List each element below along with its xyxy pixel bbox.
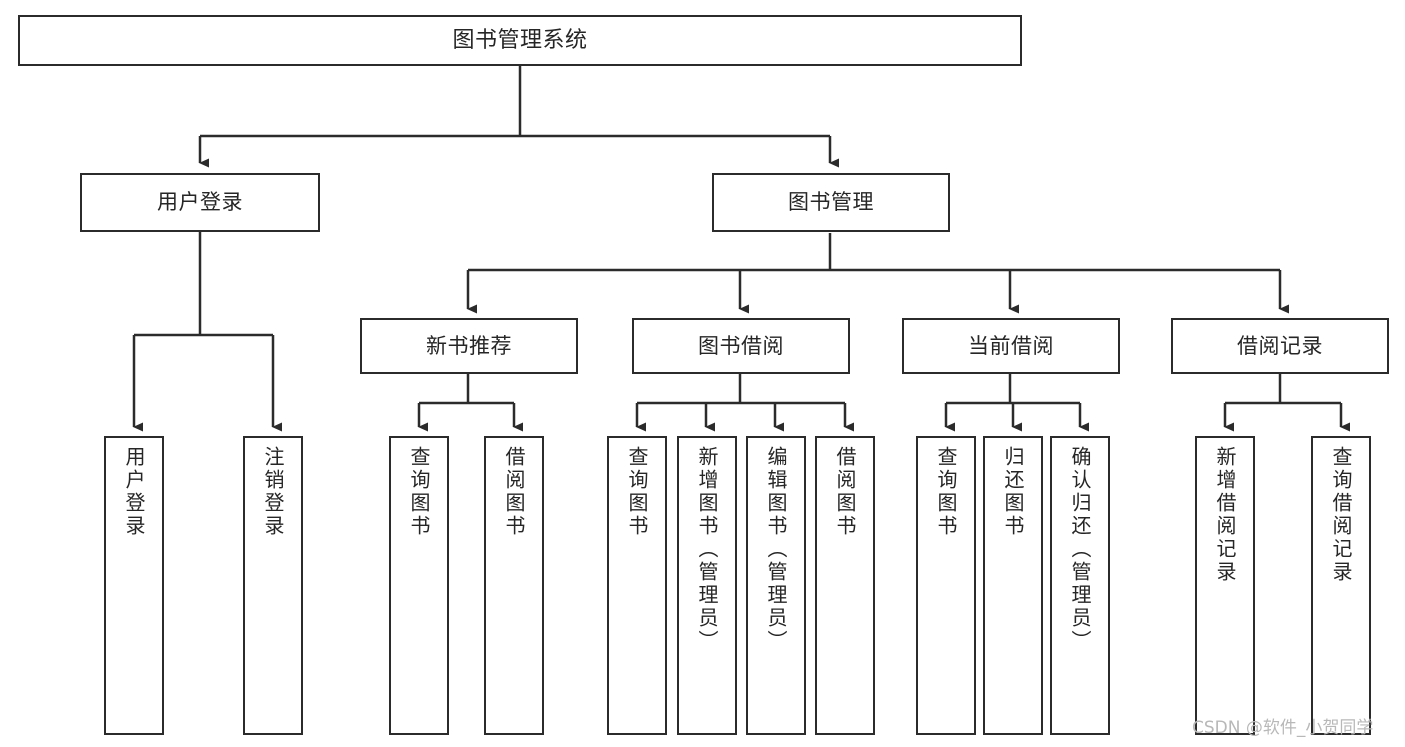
node-current-borrow[interactable]: 当前借阅 xyxy=(902,318,1120,374)
node-leaf-add-borrow-record[interactable]: 新增借阅记录 xyxy=(1195,436,1255,735)
node-leaf-add-book-admin-label: 新增图书（管理员） xyxy=(695,446,719,653)
node-borrow-record-label: 借阅记录 xyxy=(1237,333,1323,358)
node-leaf-user-login[interactable]: 用户登录 xyxy=(104,436,164,735)
csdn-watermark: CSDN @软件_小贺同学 xyxy=(1192,718,1374,738)
node-leaf-edit-book-admin[interactable]: 编辑图书（管理员） xyxy=(746,436,806,735)
node-leaf-add-borrow-record-label: 新增借阅记录 xyxy=(1213,446,1237,584)
node-leaf-edit-book-admin-label: 编辑图书（管理员） xyxy=(764,446,788,653)
node-borrow-record[interactable]: 借阅记录 xyxy=(1171,318,1389,374)
node-leaf-confirm-return-admin[interactable]: 确认归还（管理员） xyxy=(1050,436,1110,735)
node-leaf-return-book[interactable]: 归还图书 xyxy=(983,436,1043,735)
node-leaf-query-borrow-record-label: 查询借阅记录 xyxy=(1329,446,1353,584)
node-leaf-query-book-borrow[interactable]: 查询图书 xyxy=(607,436,667,735)
node-leaf-logout[interactable]: 注销登录 xyxy=(243,436,303,735)
node-leaf-query-book-current[interactable]: 查询图书 xyxy=(916,436,976,735)
node-leaf-confirm-return-admin-label: 确认归还（管理员） xyxy=(1068,446,1092,653)
node-leaf-logout-label: 注销登录 xyxy=(261,446,285,538)
node-user-login[interactable]: 用户登录 xyxy=(80,173,320,232)
node-leaf-query-book-recommend-label: 查询图书 xyxy=(407,446,431,538)
node-user-login-label: 用户登录 xyxy=(157,190,243,215)
node-new-book-recommend[interactable]: 新书推荐 xyxy=(360,318,578,374)
node-leaf-query-book-current-label: 查询图书 xyxy=(934,446,958,538)
node-book-management-label: 图书管理 xyxy=(788,190,874,215)
node-current-borrow-label: 当前借阅 xyxy=(968,333,1054,358)
node-leaf-add-book-admin[interactable]: 新增图书（管理员） xyxy=(677,436,737,735)
node-root-label: 图书管理系统 xyxy=(452,27,588,53)
node-leaf-borrow-book[interactable]: 借阅图书 xyxy=(815,436,875,735)
node-book-management[interactable]: 图书管理 xyxy=(712,173,950,232)
node-new-book-recommend-label: 新书推荐 xyxy=(426,333,512,358)
node-root-book-management-system[interactable]: 图书管理系统 xyxy=(18,15,1022,66)
node-leaf-borrow-book-recommend[interactable]: 借阅图书 xyxy=(484,436,544,735)
node-book-borrow[interactable]: 图书借阅 xyxy=(632,318,850,374)
node-book-borrow-label: 图书借阅 xyxy=(698,333,784,358)
node-leaf-borrow-book-recommend-label: 借阅图书 xyxy=(502,446,526,538)
node-leaf-borrow-book-label: 借阅图书 xyxy=(833,446,857,538)
node-leaf-return-book-label: 归还图书 xyxy=(1001,446,1025,538)
node-leaf-query-book-borrow-label: 查询图书 xyxy=(625,446,649,538)
node-leaf-query-book-recommend[interactable]: 查询图书 xyxy=(389,436,449,735)
node-leaf-user-login-label: 用户登录 xyxy=(122,446,146,538)
node-leaf-query-borrow-record[interactable]: 查询借阅记录 xyxy=(1311,436,1371,735)
